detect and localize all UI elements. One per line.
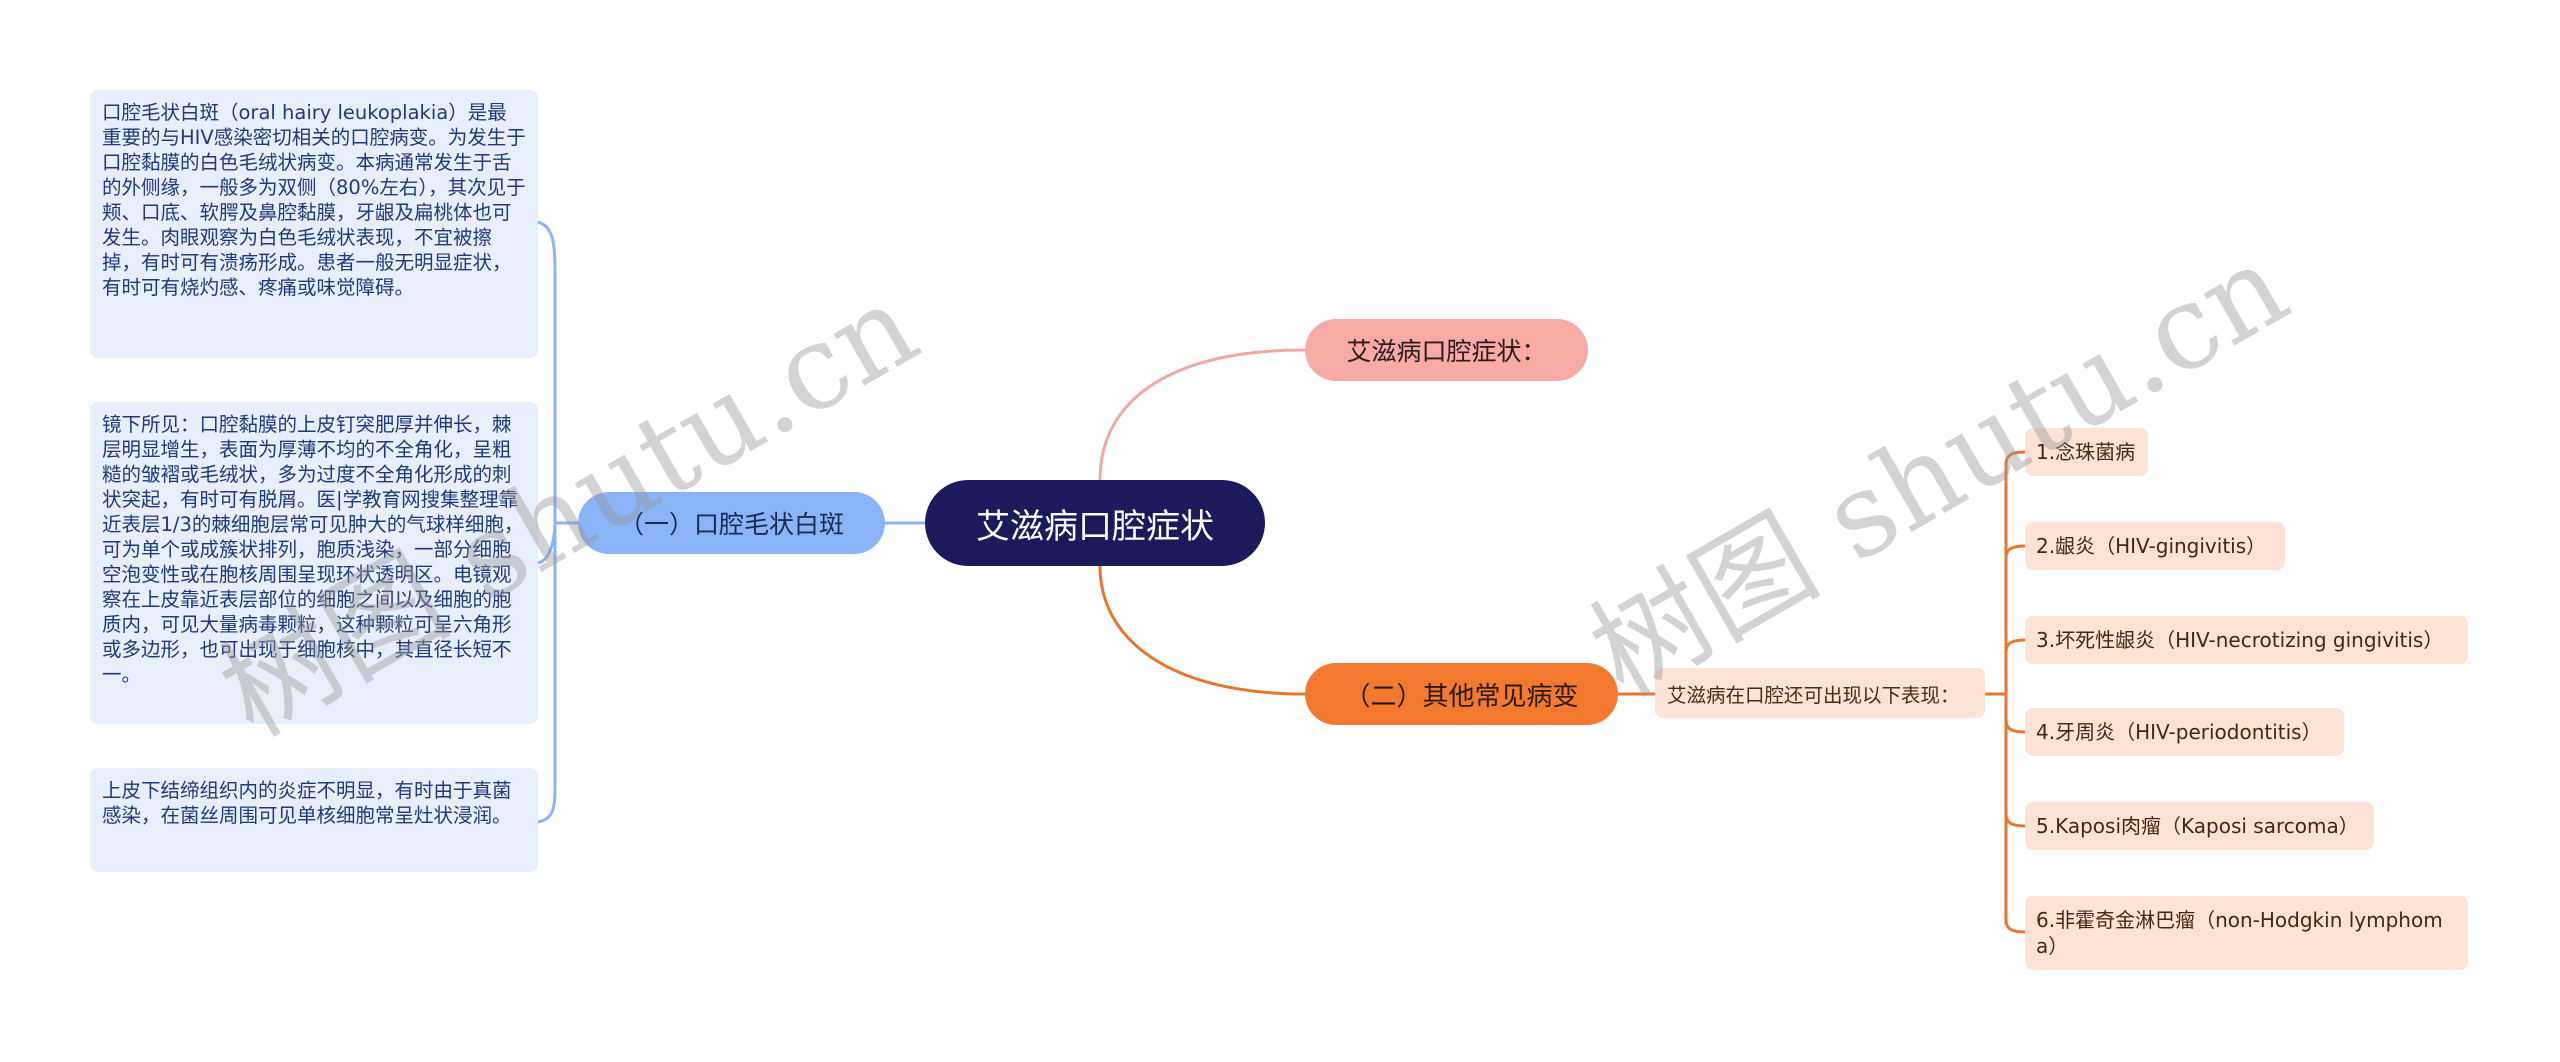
leaf-label: 3.坏死性龈炎（HIV-necrotizing gingivitis） [2036,628,2444,652]
branch-other-lesions[interactable]: （二）其他常见病变 [1305,663,1618,725]
left-detail-text: 口腔毛状白斑（oral hairy leukoplakia）是最重要的与HIV感… [102,101,526,299]
subtopic-label: 艾滋病在口腔还可出现以下表现： [1667,683,1960,707]
left-detail-box[interactable]: 上皮下结缔组织内的炎症不明显，有时由于真菌感染，在菌丝周围可见单核细胞常呈灶状浸… [90,768,538,872]
root-label: 艾滋病口腔症状 [976,506,1214,547]
branch-label: （一）口腔毛状白斑 [618,510,844,539]
leaf-item[interactable]: 1.念珠菌病 [2025,428,2148,476]
branch-label: 艾滋病口腔症状： [1346,337,1547,366]
branch-oral-symptoms[interactable]: 艾滋病口腔症状： [1305,319,1588,381]
leaf-label: 6.非霍奇金淋巴瘤（non-Hodgkin lymphoma） [2036,908,2443,958]
branch-label: （二）其他常见病变 [1344,681,1579,712]
subtopic-other-manifestations[interactable]: 艾滋病在口腔还可出现以下表现： [1655,668,1985,718]
root-topic[interactable]: 艾滋病口腔症状 [925,480,1265,566]
left-detail-text: 镜下所见：口腔黏膜的上皮钉突肥厚并伸长，棘层明显增生，表面为厚薄不均的不全角化，… [102,413,524,686]
left-detail-text: 上皮下结缔组织内的炎症不明显，有时由于真菌感染，在菌丝周围可见单核细胞常呈灶状浸… [102,779,512,827]
leaf-label: 1.念珠菌病 [2036,440,2136,464]
left-detail-box[interactable]: 镜下所见：口腔黏膜的上皮钉突肥厚并伸长，棘层明显增生，表面为厚薄不均的不全角化，… [90,402,538,724]
leaf-label: 2.龈炎（HIV-gingivitis） [2036,534,2267,558]
leaf-item[interactable]: 4.牙周炎（HIV-periodontitis） [2025,708,2344,756]
leaf-item[interactable]: 2.龈炎（HIV-gingivitis） [2025,522,2285,570]
leaf-label: 4.牙周炎（HIV-periodontitis） [2036,720,2322,744]
left-detail-box[interactable]: 口腔毛状白斑（oral hairy leukoplakia）是最重要的与HIV感… [90,90,538,358]
leaf-item[interactable]: 5.Kaposi肉瘤（Kaposi sarcoma） [2025,802,2374,850]
leaf-item[interactable]: 3.坏死性龈炎（HIV-necrotizing gingivitis） [2025,616,2468,664]
leaf-label: 5.Kaposi肉瘤（Kaposi sarcoma） [2036,814,2359,838]
leaf-item[interactable]: 6.非霍奇金淋巴瘤（non-Hodgkin lymphoma） [2025,896,2468,970]
branch-oral-hairy-leukoplakia[interactable]: （一）口腔毛状白斑 [578,492,885,554]
